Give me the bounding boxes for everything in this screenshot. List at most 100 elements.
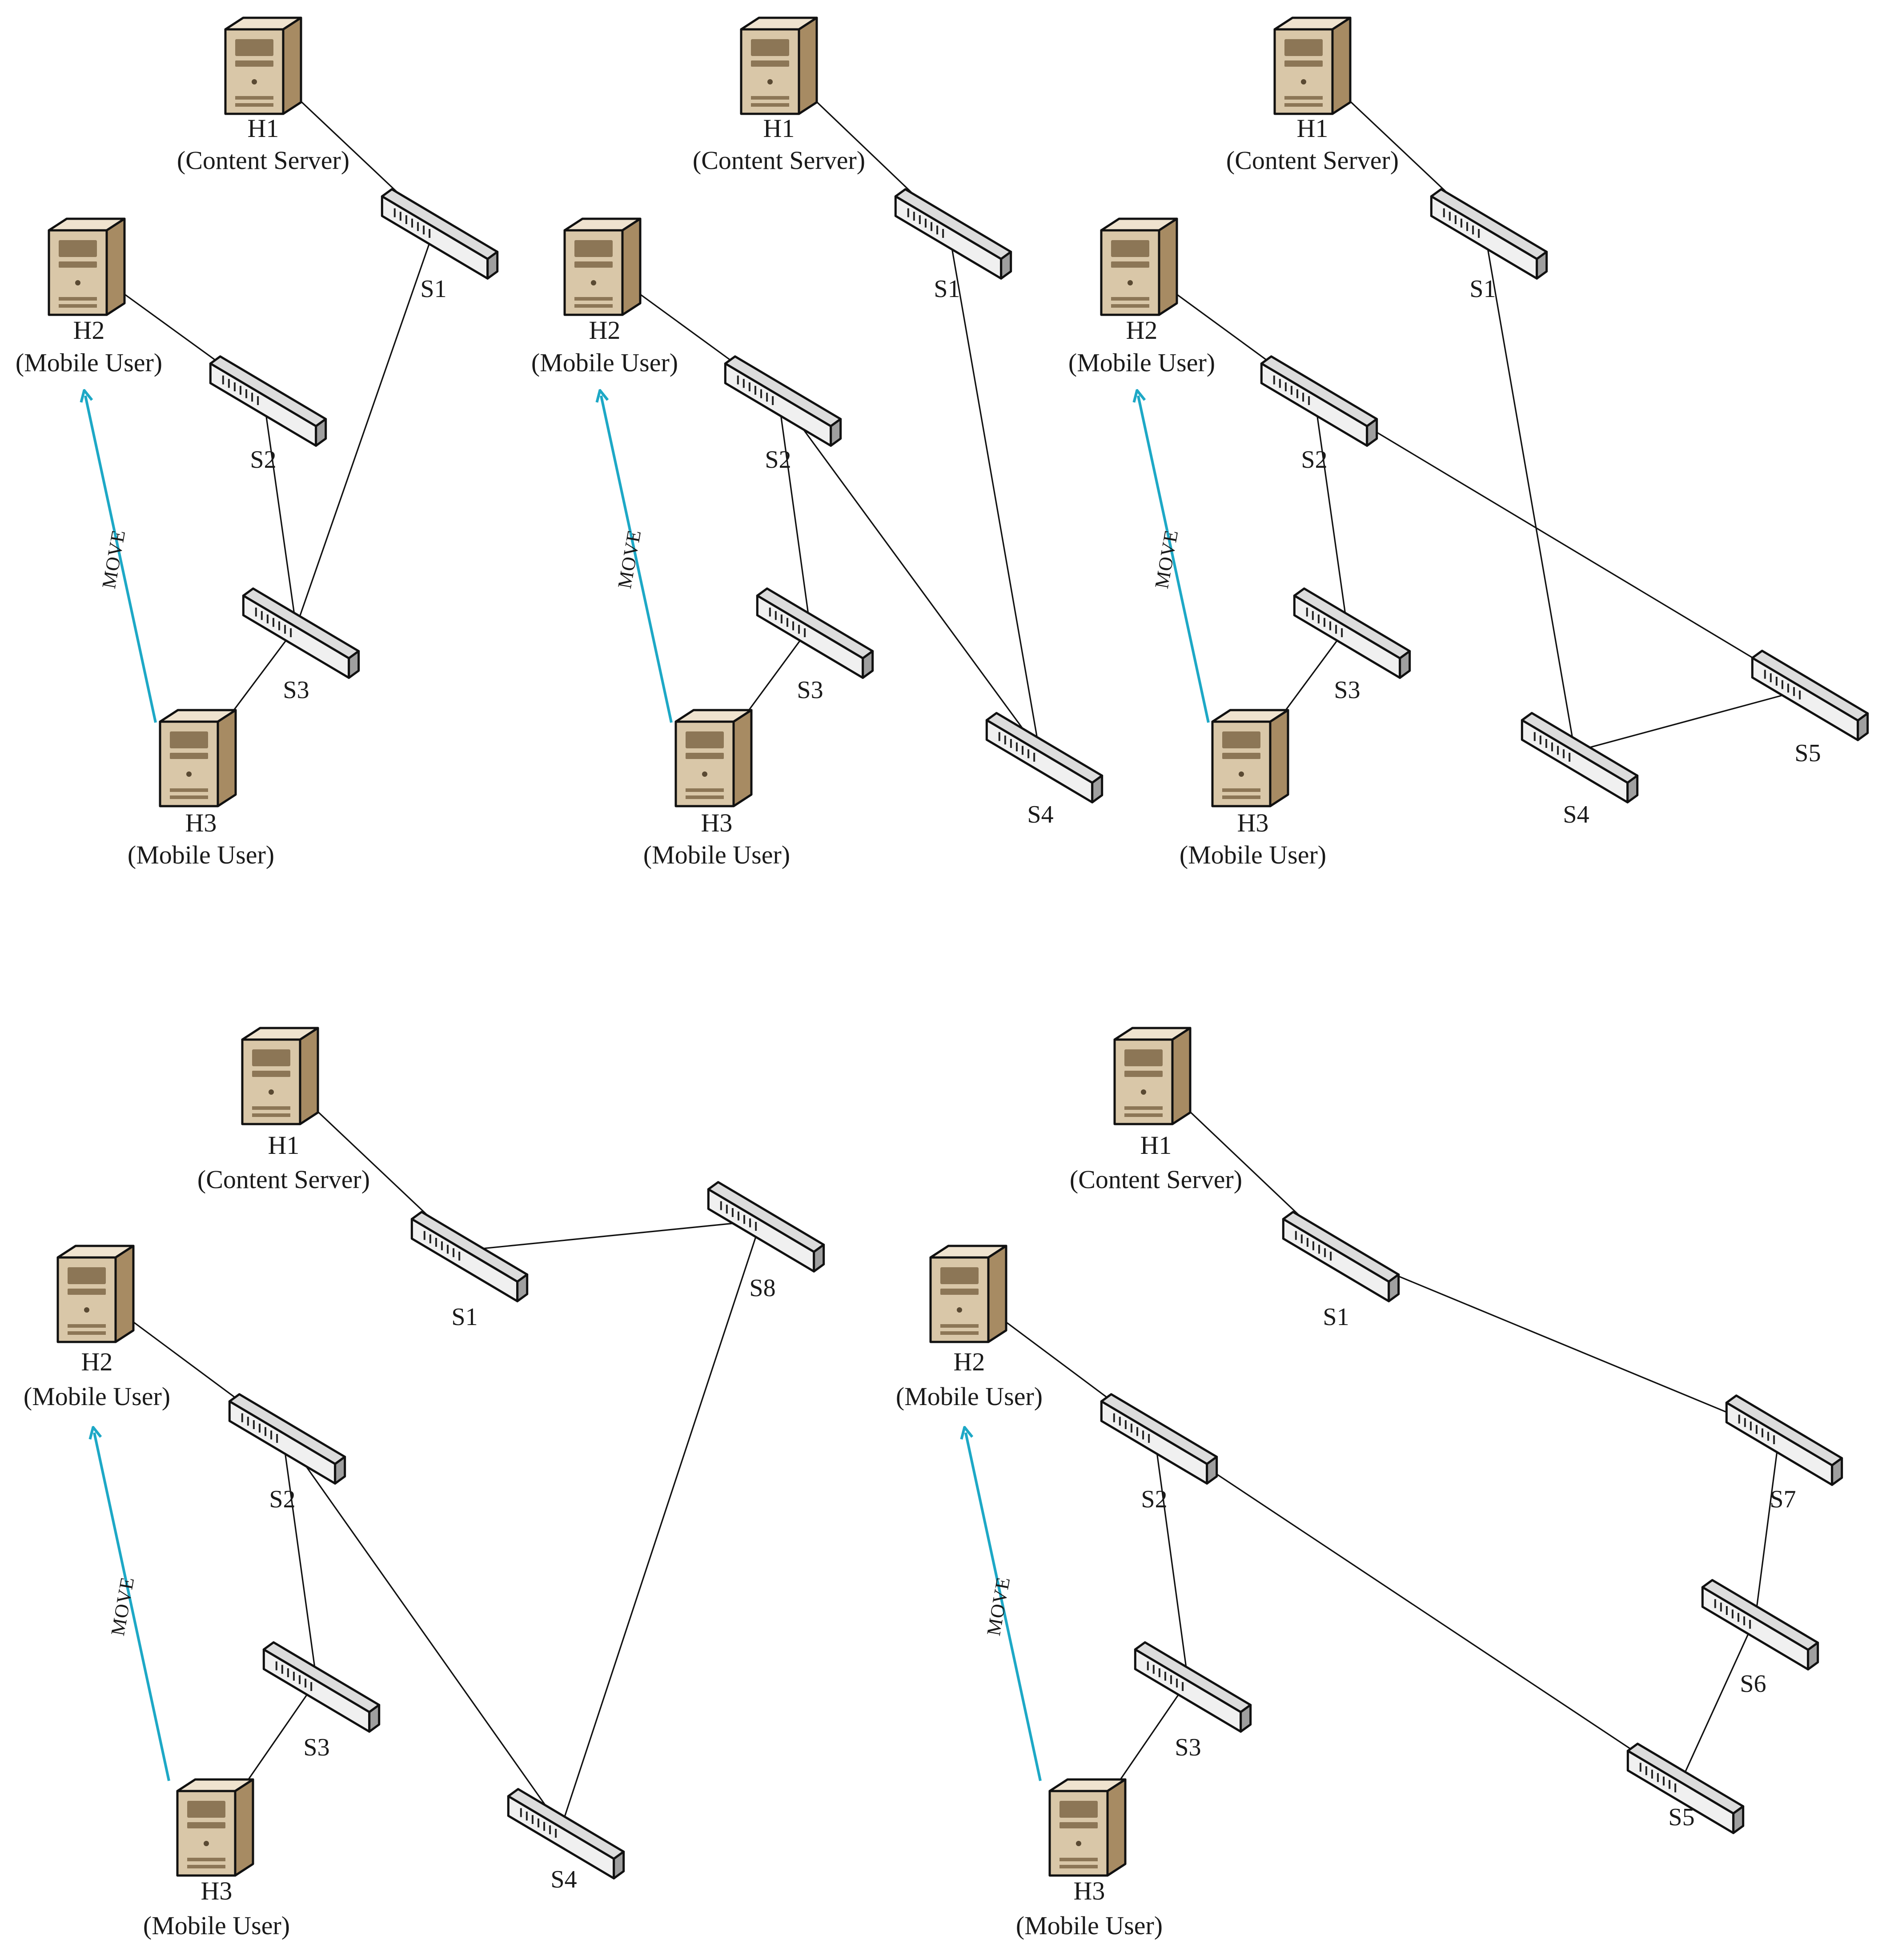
- h1-role-label: (Content Server): [197, 1165, 370, 1194]
- switch-s5-label: S5: [1794, 739, 1821, 767]
- move-label: MOVE: [107, 1575, 138, 1637]
- switch-s3-label: S3: [1175, 1734, 1201, 1761]
- link-s2-s5: [1154, 1432, 1681, 1783]
- switch-s1-icon: [1430, 188, 1548, 280]
- move-arrow: [94, 1433, 170, 1781]
- switch-s2-label: S2: [1301, 446, 1327, 474]
- link-s2-s3: [777, 394, 811, 627]
- h1-server-icon: [1113, 1027, 1192, 1125]
- h1-server-icon: [241, 1027, 319, 1125]
- h3-role-label: (Mobile User): [143, 1911, 290, 1940]
- h1-role-label: (Content Server): [693, 146, 865, 175]
- h1-role-label: (Content Server): [1226, 146, 1399, 175]
- link-s2-s4: [281, 1432, 562, 1828]
- link-s1-s8: [464, 1220, 762, 1251]
- h2-name-label: H2: [81, 1347, 113, 1376]
- link-s2-s3: [1153, 1432, 1189, 1681]
- switch-s2-icon: [209, 355, 327, 447]
- link-s6-s5: [1680, 1618, 1756, 1783]
- move-label: MOVE: [983, 1575, 1014, 1637]
- h1-server-icon: [224, 16, 302, 115]
- switch-s7-icon: [1725, 1394, 1843, 1486]
- move-arrow: [1138, 396, 1210, 723]
- switch-s8-icon: [707, 1181, 825, 1273]
- switch-s2-label: S2: [1141, 1486, 1167, 1513]
- move-arrow: [966, 1433, 1042, 1781]
- h3-server-icon: [674, 709, 753, 807]
- switch-s2-icon: [724, 355, 842, 447]
- switch-s1-label: S1: [451, 1303, 478, 1331]
- switch-s5-label: S5: [1668, 1803, 1694, 1831]
- h2-server-icon: [929, 1245, 1007, 1343]
- switch-s5-icon: [1751, 650, 1869, 741]
- switch-s6-label: S6: [1740, 1670, 1766, 1698]
- h1-role-label: (Content Server): [177, 146, 349, 175]
- switch-s1-label: S1: [1323, 1303, 1349, 1331]
- switch-s3-label: S3: [797, 676, 823, 704]
- h3-role-label: (Mobile User): [1180, 840, 1326, 869]
- h3-server-icon: [1211, 709, 1289, 807]
- switch-s3-label: S3: [1334, 676, 1360, 704]
- h2-server-icon: [1100, 217, 1178, 316]
- links: [968, 1075, 1780, 1828]
- h3-name-label: H3: [1237, 808, 1269, 837]
- switch-s3-label: S3: [283, 676, 309, 704]
- h1-name-label: H1: [268, 1131, 300, 1160]
- h2-role-label: (Mobile User): [16, 348, 162, 377]
- switch-s2-label: S2: [765, 446, 791, 474]
- link-s8-s4: [560, 1220, 762, 1828]
- h1-server-icon: [740, 16, 818, 115]
- switch-s4-icon: [985, 712, 1104, 803]
- link-s4-s5: [1574, 688, 1806, 752]
- switch-s2-label: S2: [269, 1486, 295, 1513]
- switch-s1-icon: [410, 1211, 529, 1302]
- switch-s7-label: S7: [1770, 1486, 1796, 1513]
- switch-s4-icon: [1521, 712, 1639, 803]
- links: [95, 1075, 762, 1828]
- h1-server-icon: [1273, 16, 1352, 115]
- h3-role-label: (Mobile User): [128, 840, 274, 869]
- switch-s1-label: S1: [1469, 275, 1496, 303]
- switch-s2-icon: [1260, 355, 1378, 447]
- h3-name-label: H3: [701, 808, 733, 837]
- switch-s1-icon: [1282, 1211, 1400, 1302]
- h1-name-label: H1: [248, 114, 279, 143]
- move-arrow: [85, 396, 157, 723]
- h1-name-label: H1: [763, 114, 795, 143]
- link-s2-s3: [1313, 394, 1348, 627]
- link-s2-s4: [777, 394, 1040, 752]
- switch-s1-label: S1: [420, 275, 446, 303]
- move-arrow: [601, 396, 673, 723]
- h2-name-label: H2: [589, 316, 621, 345]
- h1-name-label: H1: [1140, 1131, 1172, 1160]
- h2-name-label: H2: [1126, 316, 1158, 345]
- switch-s5-icon: [1626, 1743, 1745, 1834]
- switch-s8-label: S8: [749, 1274, 775, 1302]
- h2-name-label: H2: [954, 1347, 985, 1376]
- switch-s1-label: S1: [934, 275, 960, 303]
- link-s1-s7: [1336, 1249, 1780, 1435]
- h2-server-icon: [56, 1245, 135, 1343]
- h1-name-label: H1: [1297, 114, 1328, 143]
- h2-role-label: (Mobile User): [24, 1382, 170, 1411]
- switch-s3-icon: [262, 1641, 381, 1733]
- h2-name-label: H2: [73, 316, 105, 345]
- switch-s2-label: S2: [250, 446, 276, 474]
- h3-name-label: H3: [1074, 1876, 1105, 1905]
- link-s1-s4: [947, 227, 1040, 752]
- h2-server-icon: [563, 217, 642, 316]
- h2-role-label: (Mobile User): [896, 1382, 1043, 1411]
- h2-role-label: (Mobile User): [1068, 348, 1215, 377]
- link-s2-s5: [1314, 394, 1806, 690]
- switch-s3-icon: [1293, 587, 1411, 679]
- link-s2-s3: [262, 394, 297, 627]
- h2-server-icon: [48, 217, 126, 316]
- link-s1-s3: [295, 227, 436, 627]
- link-s1-s4: [1483, 227, 1576, 752]
- switch-s2-icon: [228, 1393, 346, 1485]
- h3-server-icon: [176, 1778, 254, 1877]
